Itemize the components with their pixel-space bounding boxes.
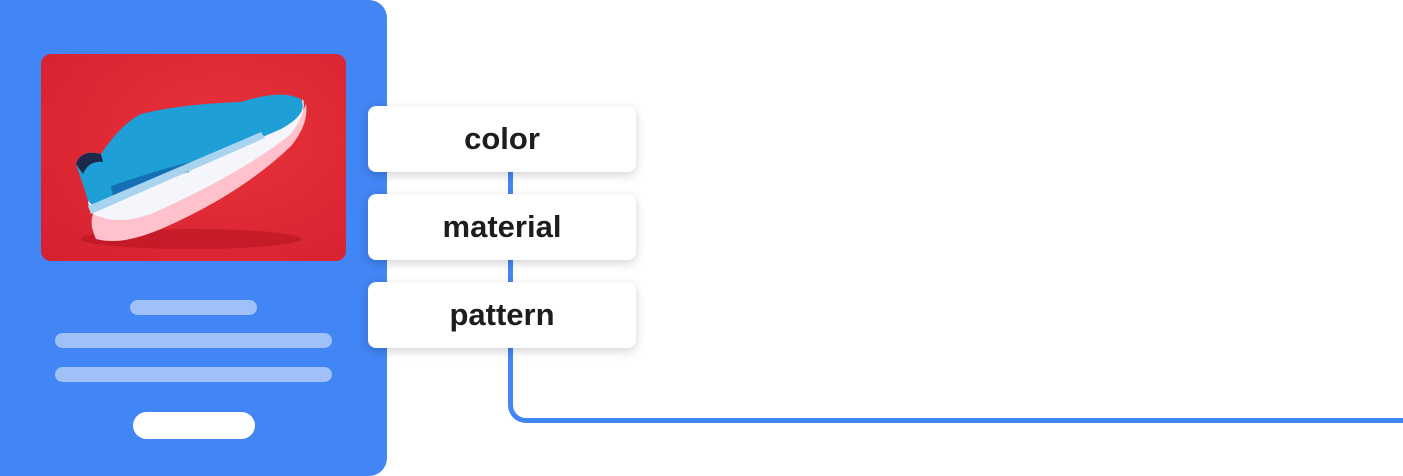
product-card xyxy=(0,0,387,476)
attribute-label: pattern xyxy=(449,297,555,332)
attribute-tag-pattern: pattern xyxy=(368,282,636,348)
title-placeholder xyxy=(130,300,257,315)
attribute-label: material xyxy=(442,209,562,244)
shoe-illustration xyxy=(76,94,307,249)
button-placeholder[interactable] xyxy=(133,412,255,439)
product-image xyxy=(41,54,346,261)
attribute-label: color xyxy=(464,121,540,156)
attribute-tag-color: color xyxy=(368,106,636,172)
attribute-tag-material: material xyxy=(368,194,636,260)
connector-line xyxy=(508,160,1403,423)
text-line-placeholder xyxy=(55,367,332,382)
text-line-placeholder xyxy=(55,333,332,348)
